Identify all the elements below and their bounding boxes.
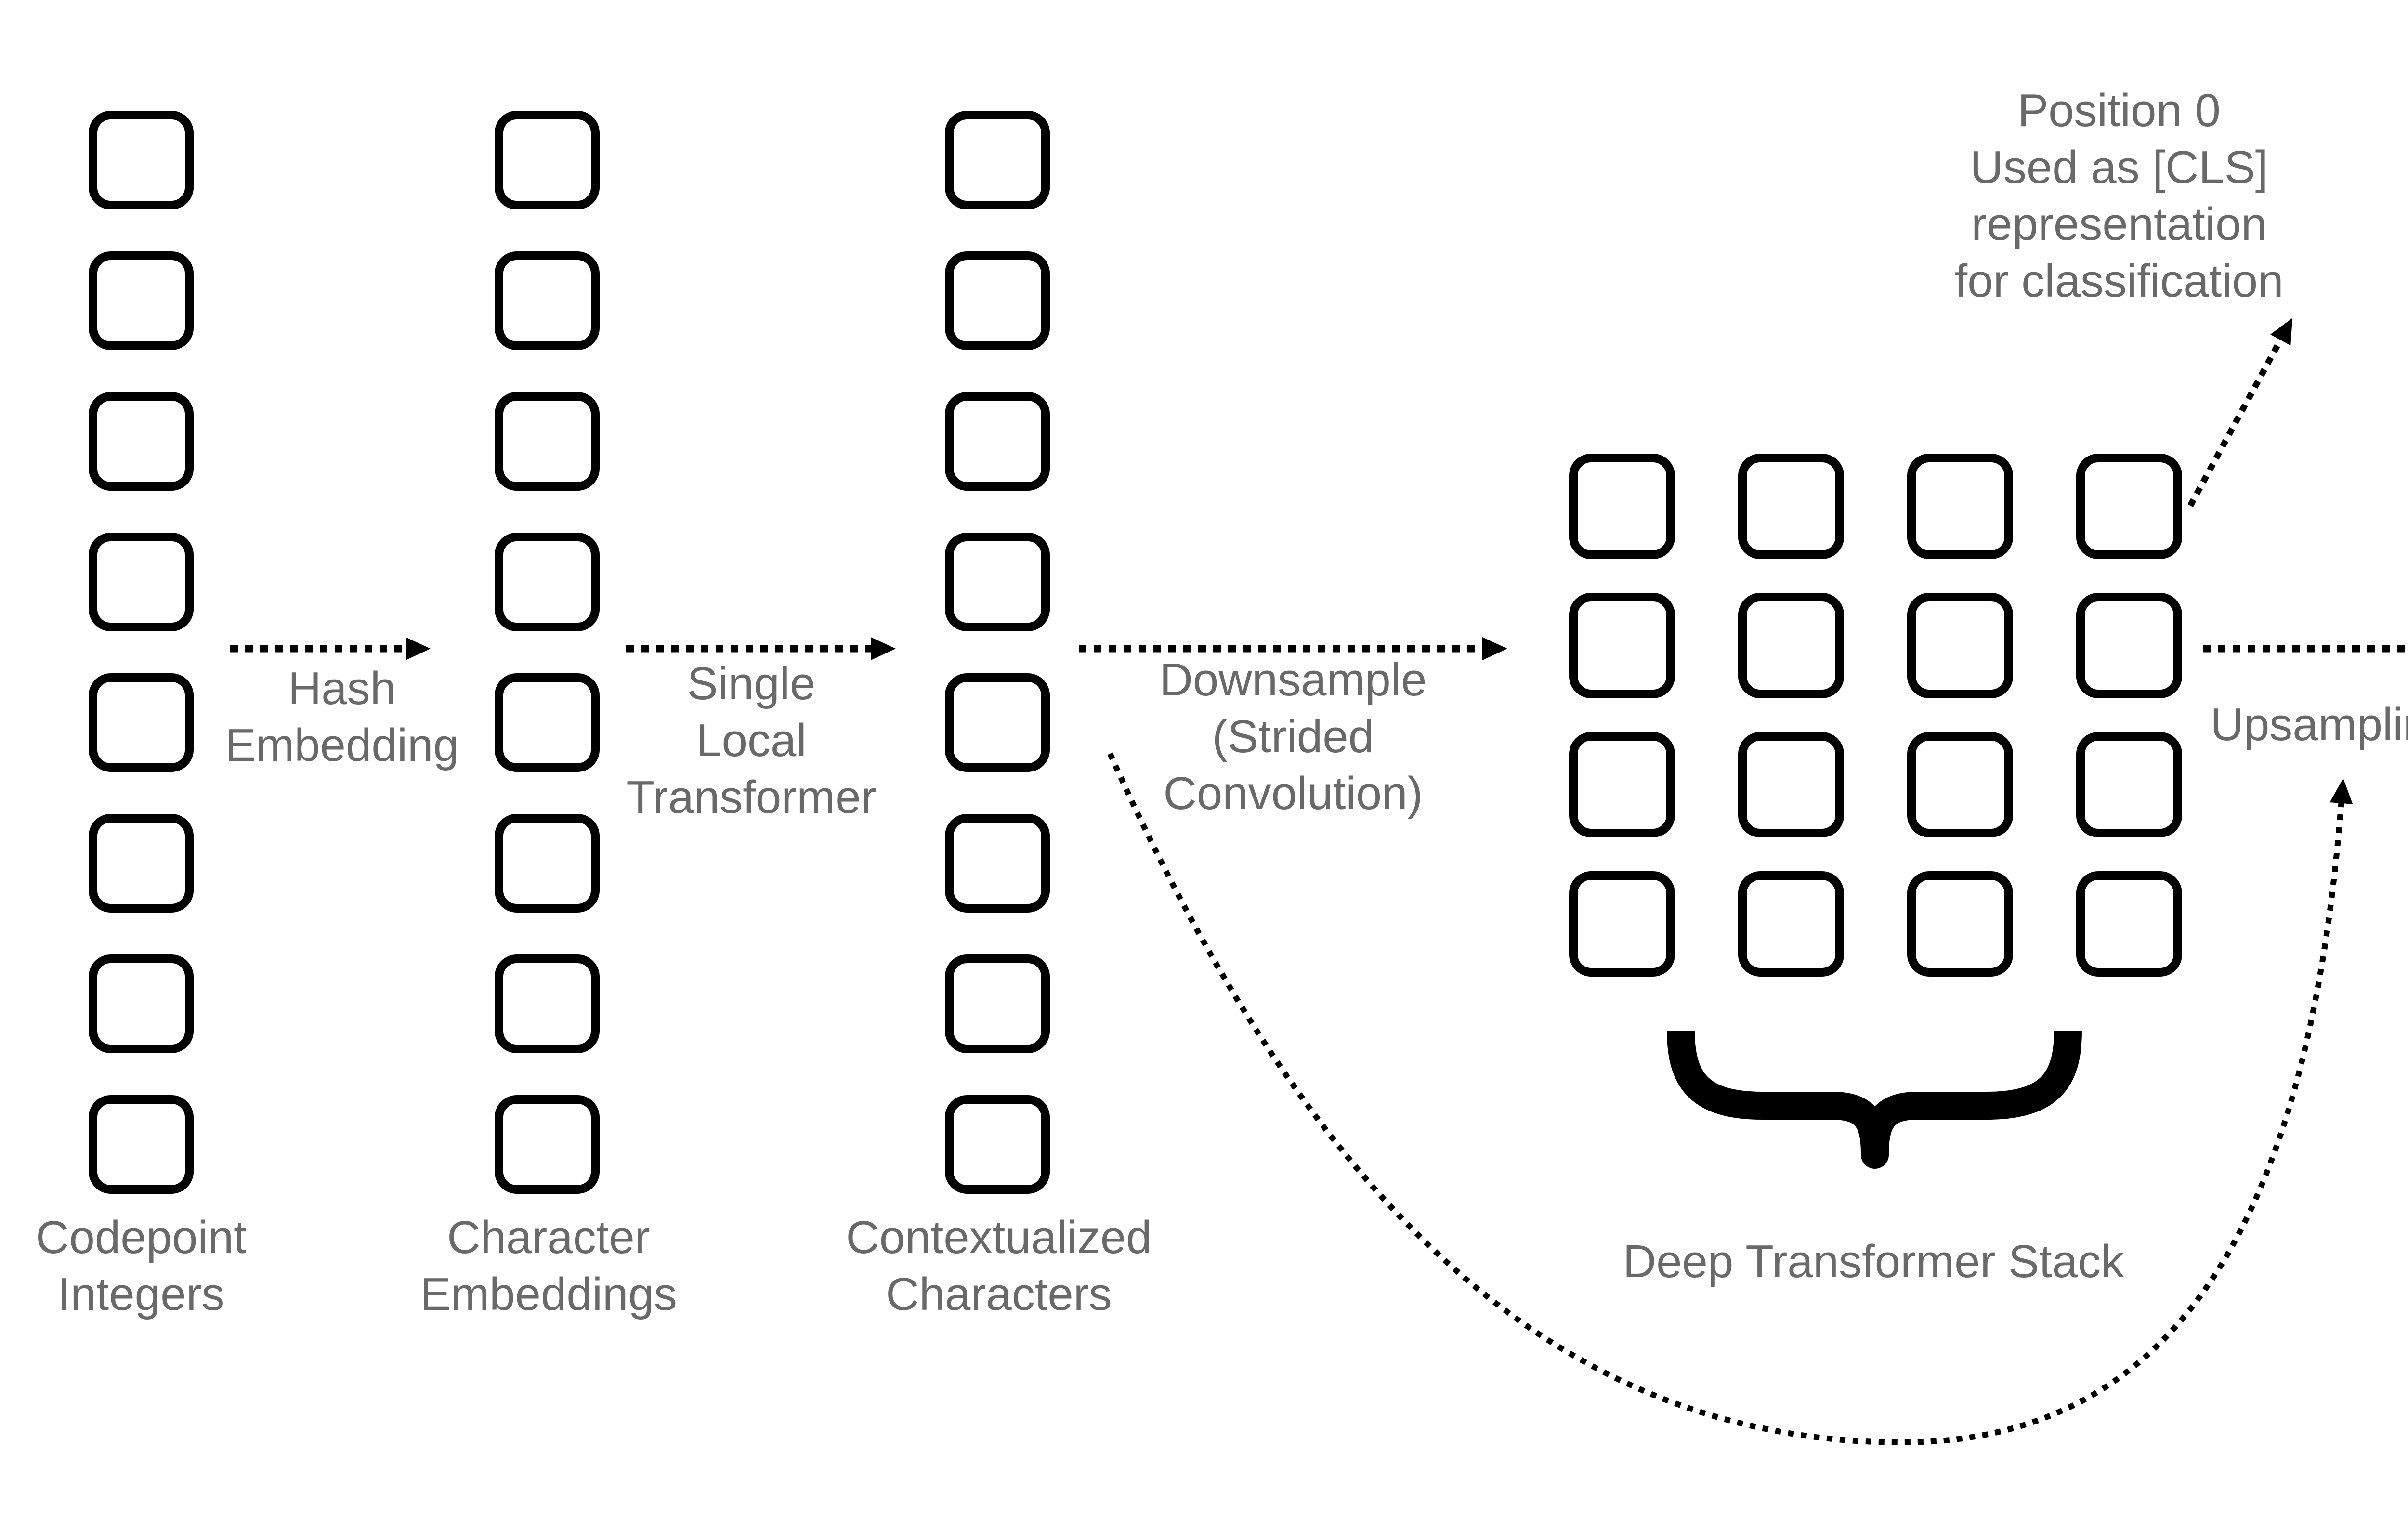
token-box xyxy=(495,954,600,1053)
column-codepoint-integers xyxy=(89,111,194,1194)
token-box xyxy=(495,673,600,772)
column-label-codepoint-integers: Codepoint Integers xyxy=(36,1212,247,1320)
token-box xyxy=(89,954,194,1053)
token-box xyxy=(89,814,194,913)
token-box xyxy=(1907,871,2013,977)
edge-label-hash-embedding: Hash Embedding xyxy=(225,663,459,771)
token-box xyxy=(89,111,194,209)
token-box xyxy=(2076,593,2182,698)
token-box xyxy=(945,954,1050,1053)
edge-label-downsample: Downsample (Strided Convolution) xyxy=(1159,654,1427,819)
token-box xyxy=(1738,593,1844,698)
token-box xyxy=(1907,593,2013,698)
edge-label-upsampling: Upsampling xyxy=(2210,699,2408,750)
token-box xyxy=(89,1095,194,1194)
token-box xyxy=(945,673,1050,772)
deep-stack-underbrace xyxy=(1667,1030,2082,1169)
cls-position0-arrow xyxy=(2187,318,2293,508)
token-box xyxy=(2076,732,2182,837)
token-box xyxy=(945,251,1050,350)
token-box xyxy=(1569,732,1675,837)
token-box xyxy=(89,673,194,772)
token-box xyxy=(1569,871,1675,977)
edge-label-single-local-transformer: Single Local Transformer xyxy=(626,658,877,823)
column-label-contextualized-characters: Contextualized Characters xyxy=(846,1212,1152,1320)
token-box xyxy=(945,392,1050,491)
token-box xyxy=(1907,454,2013,559)
token-box xyxy=(495,392,600,491)
token-box xyxy=(495,251,600,350)
token-box xyxy=(1738,732,1844,837)
cls-annotation: Position 0 Used as [CLS] representation … xyxy=(1954,85,2284,307)
token-box xyxy=(495,1095,600,1194)
token-box xyxy=(89,251,194,350)
token-box xyxy=(1569,593,1675,698)
token-box xyxy=(495,111,600,209)
character-skip-connection-arrow xyxy=(1107,752,2353,1446)
token-box xyxy=(2076,871,2182,977)
column-label-character-embeddings: Character Embeddings xyxy=(420,1212,677,1320)
token-box xyxy=(945,111,1050,209)
token-box xyxy=(1738,871,1844,977)
token-box xyxy=(945,1095,1050,1194)
downsampled-grid xyxy=(1569,454,2182,977)
token-box xyxy=(945,814,1050,913)
token-box xyxy=(1738,454,1844,559)
token-box xyxy=(1569,454,1675,559)
token-box xyxy=(89,533,194,631)
token-box xyxy=(89,392,194,491)
token-box xyxy=(495,533,600,631)
token-box xyxy=(2076,454,2182,559)
token-box xyxy=(1907,732,2013,837)
column-character-embeddings xyxy=(495,111,600,1194)
grid-label-deep-transformer-stack: Deep Transformer Stack xyxy=(1623,1236,2124,1287)
token-box xyxy=(495,814,600,913)
token-box xyxy=(945,533,1050,631)
column-contextualized-characters xyxy=(945,111,1050,1194)
